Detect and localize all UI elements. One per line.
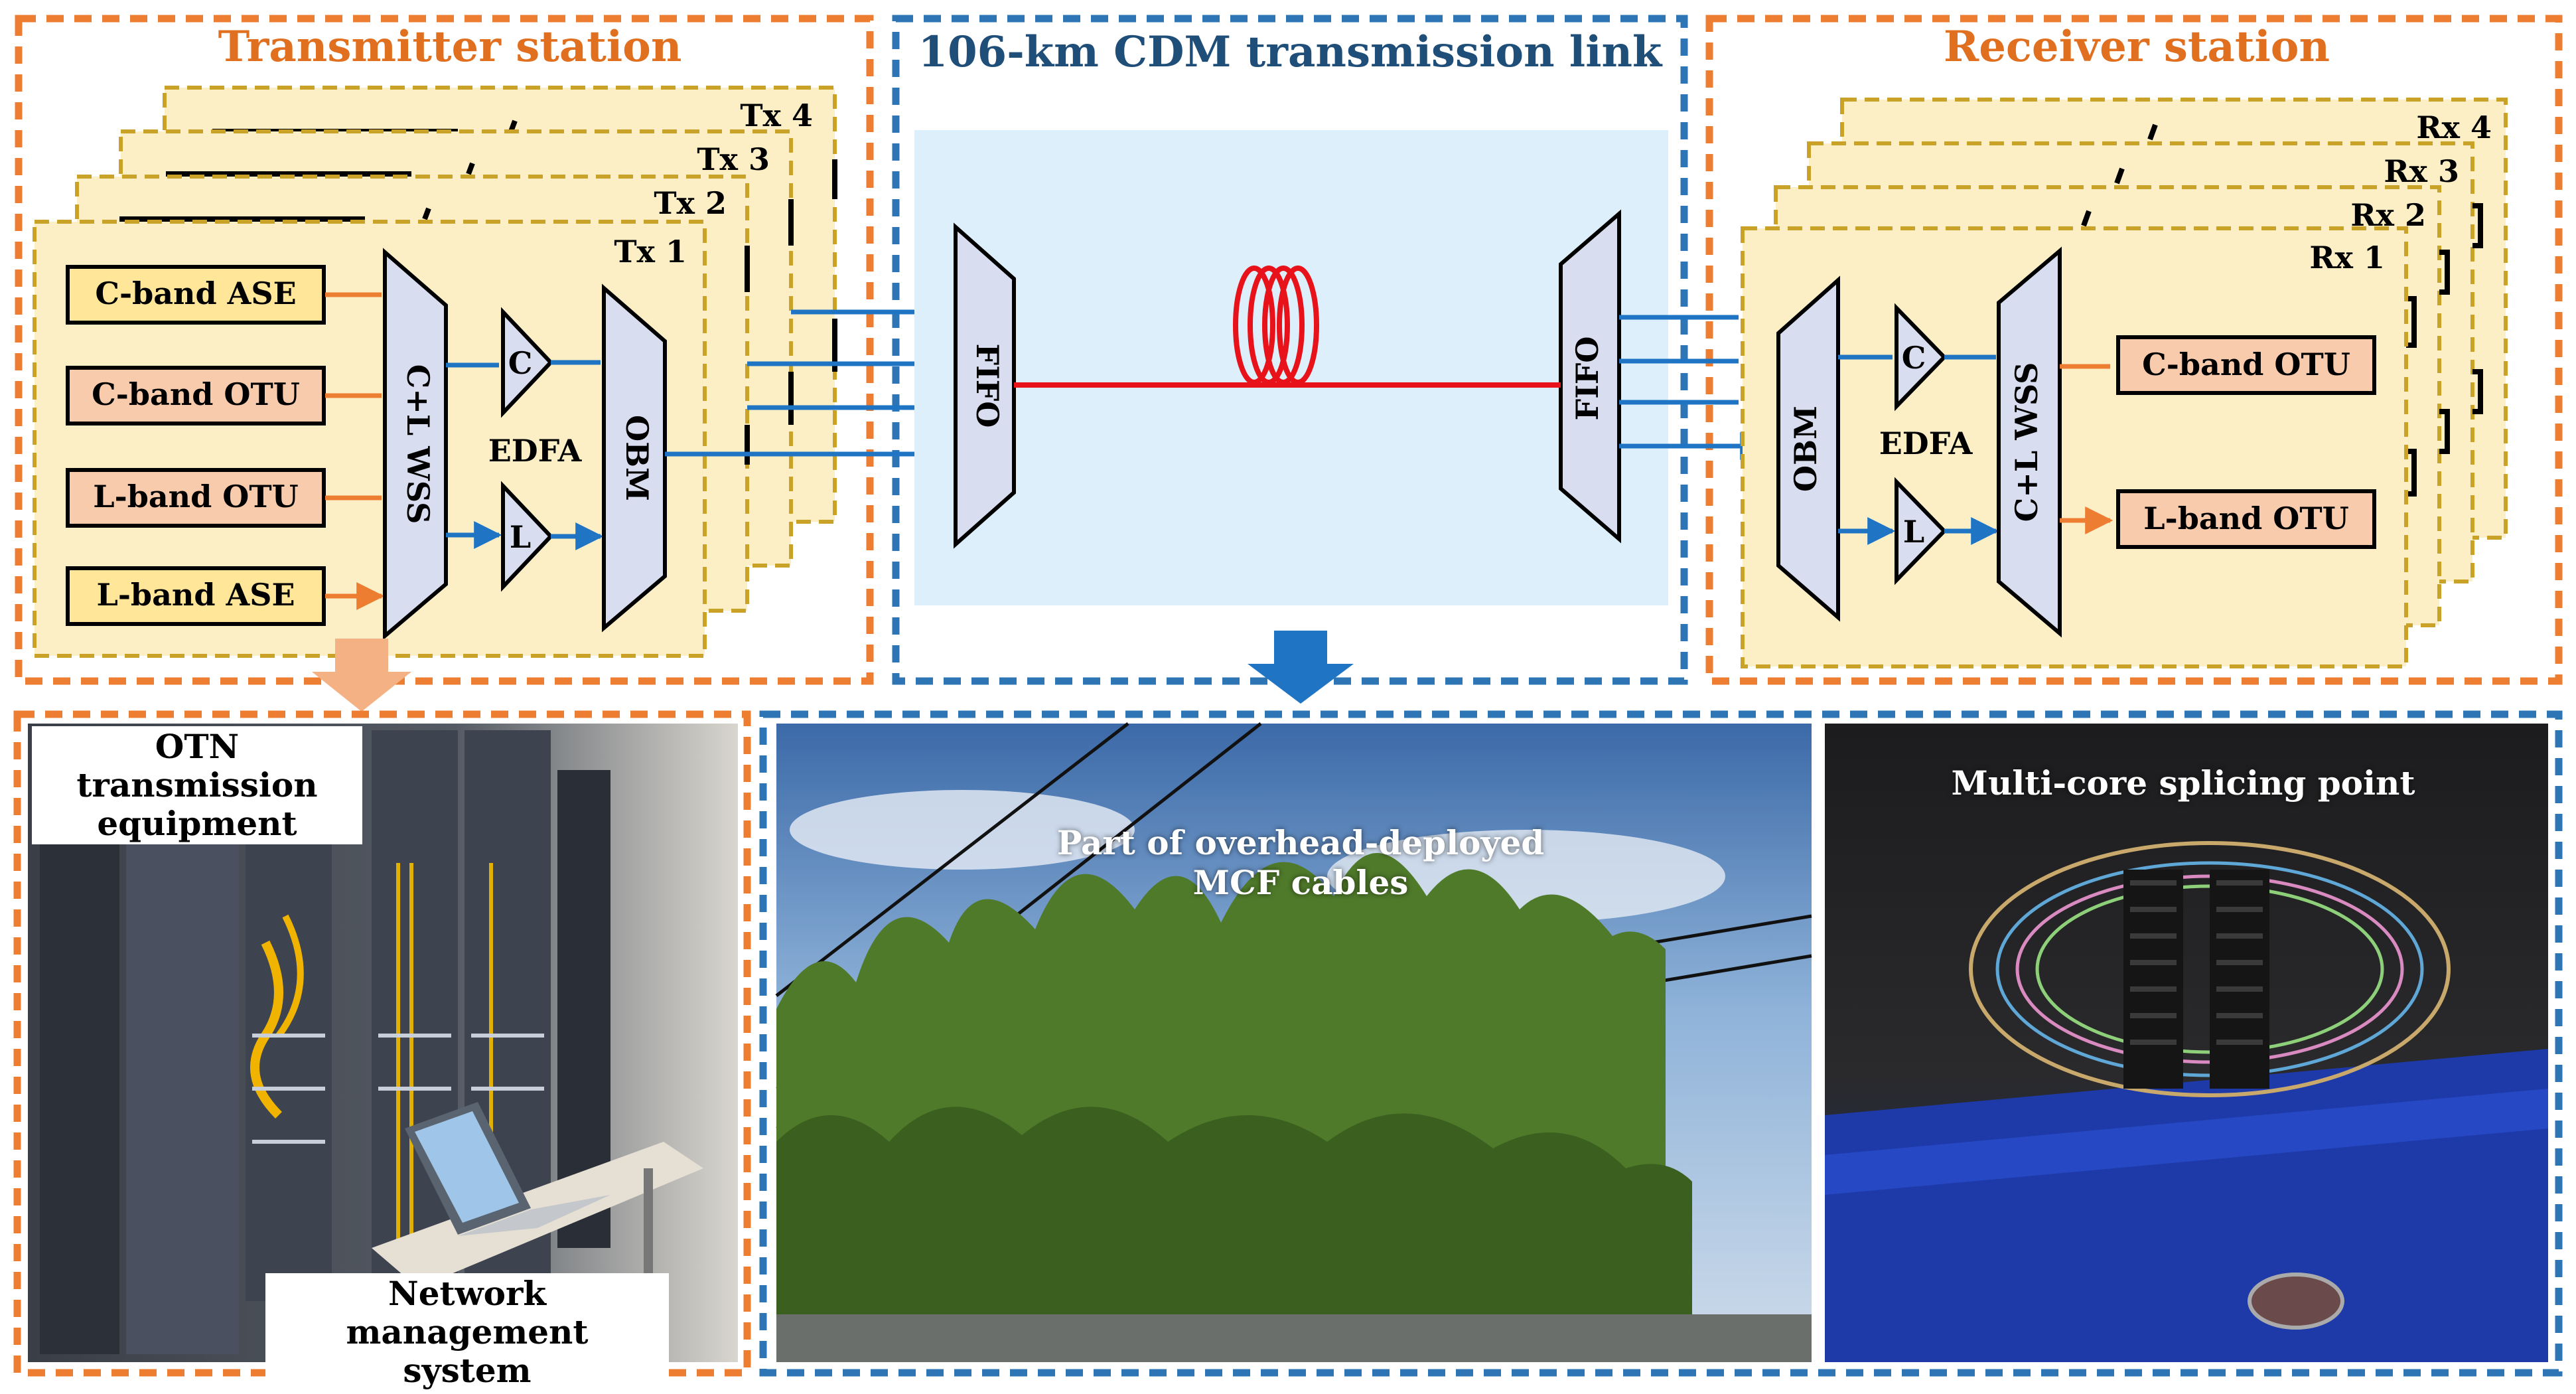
svg-text:FIFO: FIFO — [1569, 337, 1605, 421]
svg-text:C+L WSS: C+L WSS — [400, 364, 436, 524]
splice-photo — [1825, 724, 2548, 1362]
svg-text:C-band OTU: C-band OTU — [92, 376, 300, 412]
tx-input-l-otu: L-band OTU — [66, 468, 326, 528]
svg-text:L: L — [510, 519, 531, 555]
splice-label: Multi-core splicing point — [1951, 763, 2415, 803]
svg-text:OBM: OBM — [1788, 406, 1824, 492]
fifo-right: FIFO — [1559, 209, 1621, 544]
tx-edfa-label: EDFA — [488, 433, 583, 469]
down-arrow-blue — [1248, 631, 1354, 704]
svg-text:L-band OTU: L-band OTU — [2143, 501, 2348, 536]
svg-text:C-band ASE: C-band ASE — [95, 275, 296, 311]
down-arrow-orange — [312, 639, 411, 712]
svg-text:C+L WSS: C+L WSS — [2009, 362, 2044, 522]
tx-input-c-ase: C-band ASE — [66, 265, 326, 325]
svg-text:L-band OTU: L-band OTU — [93, 479, 298, 514]
fifo-left: FIFO — [954, 222, 1016, 549]
equipment-frame — [13, 710, 751, 1377]
svg-text:FIFO: FIFO — [969, 344, 1005, 428]
rx-amp-c: C — [1895, 303, 1948, 412]
transmitter-frame — [15, 15, 874, 685]
tx-input-c-otu: C-band OTU — [66, 366, 326, 426]
rx-card-1: Rx 1 OBM C L EDFA C+L WSS C-band OTU L-b… — [1741, 226, 2408, 668]
svg-text:OBM: OBM — [619, 415, 655, 501]
transmitter-title: Transmitter station — [218, 22, 682, 72]
nms-label: Network management system — [265, 1273, 669, 1391]
receiver-title: Receiver station — [1944, 22, 2330, 72]
tx-label-1: Tx 1 — [614, 234, 687, 270]
fiber-spool — [1233, 266, 1319, 385]
svg-text:C-band OTU: C-band OTU — [2142, 347, 2350, 382]
rx-label-1: Rx 1 — [2309, 240, 2385, 275]
link-title: 106-km CDM transmission link — [918, 27, 1663, 77]
rx-wss: C+L WSS — [1997, 246, 2062, 638]
tx-obm: OBM — [602, 283, 667, 633]
svg-text:C: C — [508, 345, 533, 381]
tx-amp-c: C — [501, 307, 554, 418]
tx-amp-l: L — [501, 481, 554, 592]
tx-label-4: Tx 4 — [740, 98, 813, 133]
rx-label-4: Rx 4 — [2416, 110, 2492, 145]
rx-amp-l: L — [1895, 477, 1948, 585]
rx-output-l-otu: L-band OTU — [2116, 489, 2376, 549]
tx-input-l-ase: L-band ASE — [66, 566, 326, 626]
rx-label-3: Rx 3 — [2384, 153, 2459, 189]
svg-text:L: L — [1903, 514, 1924, 550]
equipment-label: OTN transmission equipment — [32, 726, 362, 844]
tx-label-3: Tx 3 — [697, 141, 770, 177]
cables-label: Part of overhead-deployed MCF cables — [1056, 823, 1545, 902]
svg-text:C: C — [1902, 340, 1926, 376]
field-frame — [759, 710, 2563, 1377]
receiver-frame — [1705, 15, 2563, 685]
tx-card-1: Tx 1 C-band ASE C-band OTU L-band OTU L-… — [33, 220, 707, 658]
rx-edfa-label: EDFA — [1879, 426, 1973, 461]
tx-label-2: Tx 2 — [654, 185, 727, 221]
link-background — [914, 130, 1668, 605]
cables-photo — [775, 722, 1812, 1362]
svg-text:L-band ASE: L-band ASE — [97, 577, 295, 613]
rx-output-c-otu: C-band OTU — [2116, 335, 2376, 395]
tx-wss: C+L WSS — [383, 248, 448, 641]
rx-obm: OBM — [1776, 275, 1840, 622]
